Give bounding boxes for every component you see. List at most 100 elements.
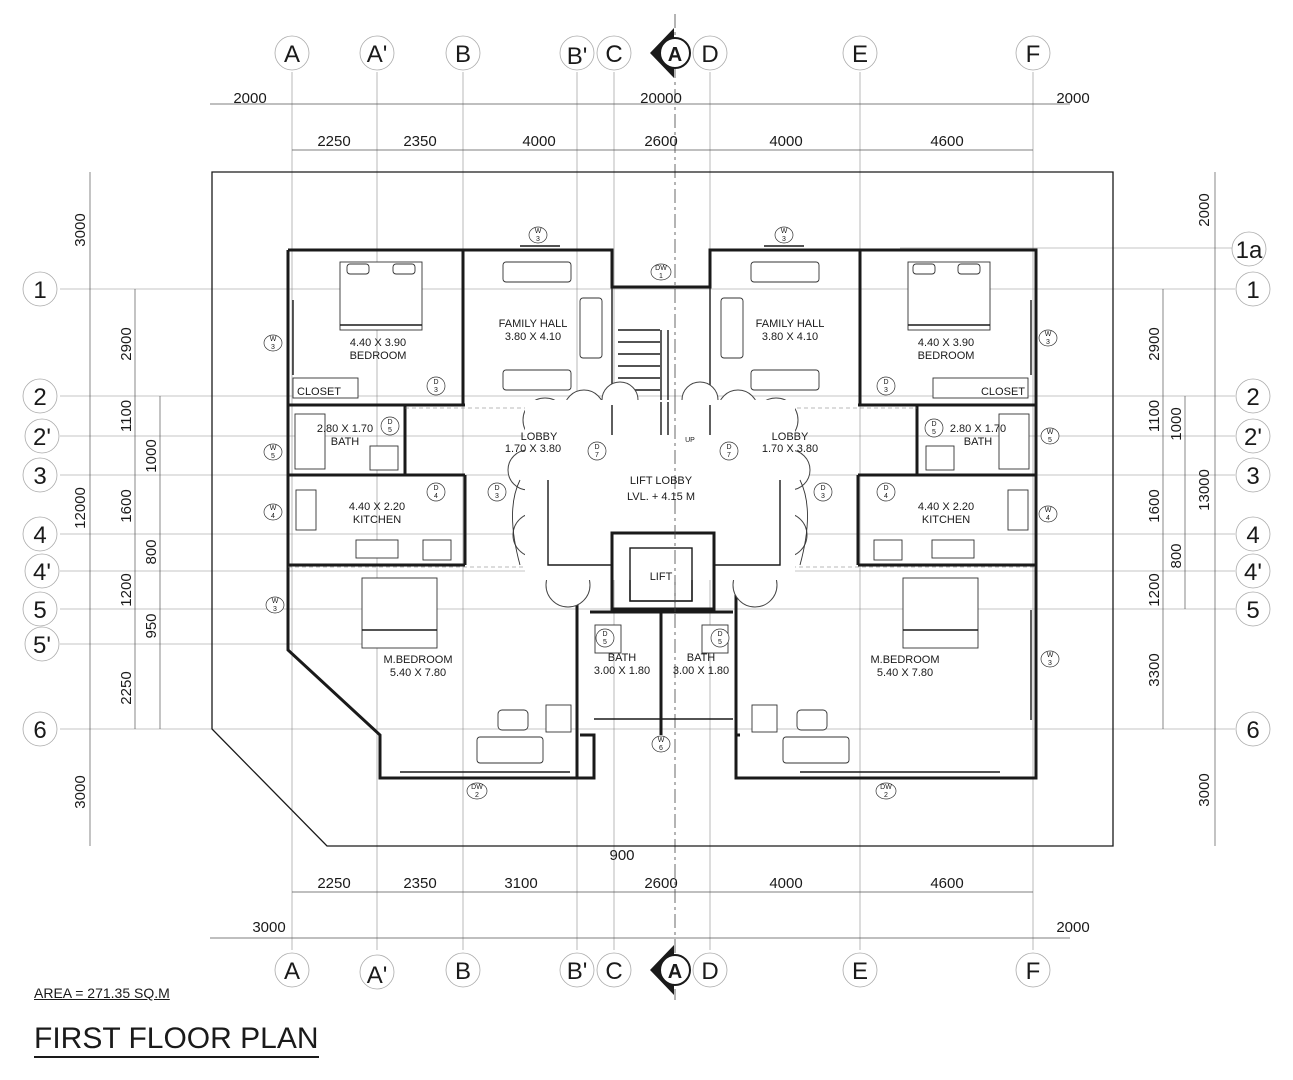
family-hall-size-label: 3.80 X 4.10 <box>762 331 818 343</box>
door-tag: D 3 <box>813 482 833 502</box>
svg-text:1600: 1600 <box>118 489 135 522</box>
window-tag: W 3 <box>265 596 285 614</box>
svg-text:DW: DW <box>655 265 667 272</box>
svg-text:A: A <box>284 958 300 985</box>
bath-size-label: 3.00 X 1.80 <box>673 665 729 677</box>
room-labels: 4.40 X 3.90 BEDROOM 4.40 X 3.90 BEDROOM … <box>297 318 1025 679</box>
window-tag: W 6 <box>651 735 671 753</box>
svg-text:2900: 2900 <box>1146 327 1163 360</box>
svg-text:1200: 1200 <box>1146 573 1163 606</box>
door-tag: D 4 <box>426 482 446 502</box>
svg-text:3: 3 <box>821 493 825 500</box>
svg-text:4000: 4000 <box>769 133 802 150</box>
svg-text:2000: 2000 <box>1056 919 1089 936</box>
column-axis-markers-bottom: A A' B B' C D E F <box>274 952 1051 990</box>
family-hall-label: FAMILY HALL <box>756 318 825 330</box>
svg-text:2250: 2250 <box>118 671 135 704</box>
window-tag: W 5 <box>1040 427 1060 445</box>
row-axis-markers-right: 1a 1 2 2' 3 4 4' 5 6 <box>1231 231 1271 747</box>
svg-text:2250: 2250 <box>317 133 350 150</box>
window-tag: W 3 <box>528 226 548 244</box>
svg-text:F: F <box>1026 41 1041 68</box>
lobby-label: LOBBY <box>772 431 809 443</box>
window-tag: W 3 <box>1038 329 1058 347</box>
svg-text:B': B' <box>567 43 588 70</box>
svg-text:1100: 1100 <box>1146 400 1163 432</box>
svg-text:E: E <box>852 41 868 68</box>
door-tag: D 3 <box>426 376 446 396</box>
svg-text:1000: 1000 <box>1168 407 1185 440</box>
svg-text:2600: 2600 <box>644 133 677 150</box>
svg-text:D: D <box>883 485 888 492</box>
lift-label: LIFT <box>650 571 673 583</box>
svg-text:C: C <box>605 958 622 985</box>
svg-text:W: W <box>1045 331 1052 338</box>
dimension-lines <box>89 103 1216 939</box>
family-hall-size-label: 3.80 X 4.10 <box>505 331 561 343</box>
svg-text:3000: 3000 <box>252 919 285 936</box>
svg-text:3000: 3000 <box>72 775 89 808</box>
lobby-size-label: 1.70 X 3.80 <box>762 443 818 455</box>
svg-text:4600: 4600 <box>930 875 963 892</box>
door-window-tag: DW 1 <box>650 263 672 281</box>
svg-text:4': 4' <box>1244 559 1262 586</box>
svg-text:A': A' <box>367 962 388 989</box>
svg-text:2': 2' <box>1244 424 1262 451</box>
svg-text:3: 3 <box>536 236 540 243</box>
svg-text:5: 5 <box>603 639 607 646</box>
svg-text:7: 7 <box>595 452 599 459</box>
svg-text:1a: 1a <box>1236 237 1263 264</box>
door-window-tag: DW 2 <box>875 782 897 800</box>
svg-text:E: E <box>852 958 868 985</box>
svg-text:D: D <box>594 444 599 451</box>
bath-label: BATH <box>964 436 993 448</box>
svg-text:12000: 12000 <box>72 487 89 529</box>
svg-text:2: 2 <box>475 792 479 799</box>
door-tag: D 5 <box>710 628 730 648</box>
door-tag: D 3 <box>487 482 507 502</box>
door-tag: D 4 <box>876 482 896 502</box>
svg-text:D: D <box>883 379 888 386</box>
svg-text:D: D <box>602 631 607 638</box>
svg-text:3: 3 <box>271 344 275 351</box>
svg-text:3: 3 <box>33 463 46 490</box>
svg-text:3100: 3100 <box>504 875 537 892</box>
svg-text:3: 3 <box>434 387 438 394</box>
svg-text:5: 5 <box>1246 597 1259 624</box>
svg-text:3: 3 <box>273 606 277 613</box>
svg-text:5: 5 <box>1048 437 1052 444</box>
door-tag: D 7 <box>587 441 607 461</box>
bath-size-label: 3.00 X 1.80 <box>594 665 650 677</box>
svg-text:1000: 1000 <box>143 439 160 472</box>
svg-text:5: 5 <box>33 597 46 624</box>
window-tag: W 4 <box>263 503 283 521</box>
svg-text:20000: 20000 <box>640 90 682 107</box>
kitchen-size-label: 4.40 X 2.20 <box>918 501 974 513</box>
svg-text:W: W <box>781 228 788 235</box>
svg-text:6: 6 <box>33 717 46 744</box>
svg-text:5: 5 <box>271 453 275 460</box>
svg-text:2: 2 <box>1246 384 1259 411</box>
svg-text:D: D <box>717 631 722 638</box>
kitchen-label: KITCHEN <box>922 514 970 526</box>
lift-lobby-label: LIFT LOBBY <box>630 475 693 487</box>
site-boundary <box>211 171 1114 847</box>
section-marker-bottom: A <box>650 945 691 995</box>
svg-text:1: 1 <box>33 277 46 304</box>
svg-text:4: 4 <box>434 493 438 500</box>
svg-text:W: W <box>270 505 277 512</box>
svg-text:2250: 2250 <box>317 875 350 892</box>
svg-text:3: 3 <box>495 493 499 500</box>
svg-text:2000: 2000 <box>233 90 266 107</box>
svg-text:4: 4 <box>271 513 275 520</box>
svg-text:W: W <box>1045 507 1052 514</box>
svg-text:4: 4 <box>1046 515 1050 522</box>
svg-text:4: 4 <box>884 493 888 500</box>
door-tag: D 7 <box>719 441 739 461</box>
bedroom-label: BEDROOM <box>918 350 975 362</box>
svg-text:1100: 1100 <box>118 400 135 432</box>
svg-text:2: 2 <box>884 792 888 799</box>
svg-text:2600: 2600 <box>644 875 677 892</box>
svg-text:D: D <box>387 419 392 426</box>
